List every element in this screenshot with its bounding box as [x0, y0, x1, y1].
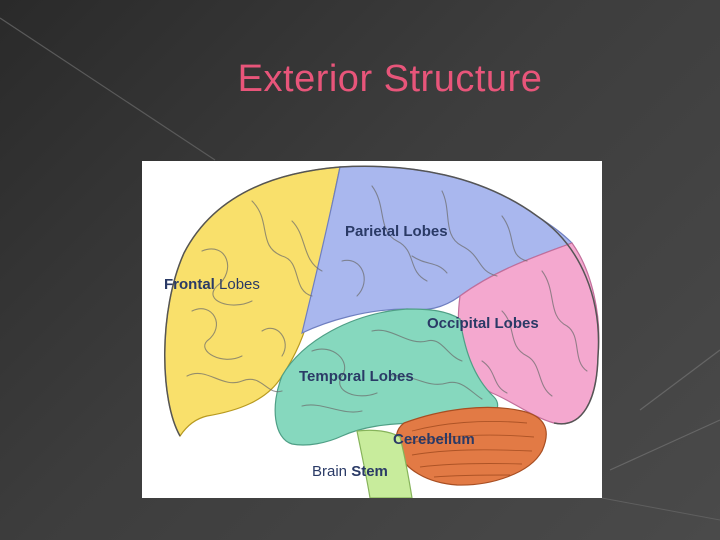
frontal-lobes-label: Frontal Lobes	[164, 276, 260, 293]
parietal-lobes-label: Parietal Lobes	[345, 223, 448, 240]
brain-stem-label: Brain Stem	[312, 463, 388, 480]
cerebellum-label: Cerebellum	[393, 431, 475, 448]
slide-title: Exterior Structure	[237, 58, 543, 100]
brain-stem-region	[356, 429, 413, 498]
brain-diagram: Frontal Lobes Parietal Lobes Occipital L…	[142, 161, 602, 498]
occipital-lobes-label: Occipital Lobes	[427, 315, 539, 332]
temporal-lobes-label: Temporal Lobes	[299, 368, 414, 385]
brain-illustration	[164, 165, 600, 498]
